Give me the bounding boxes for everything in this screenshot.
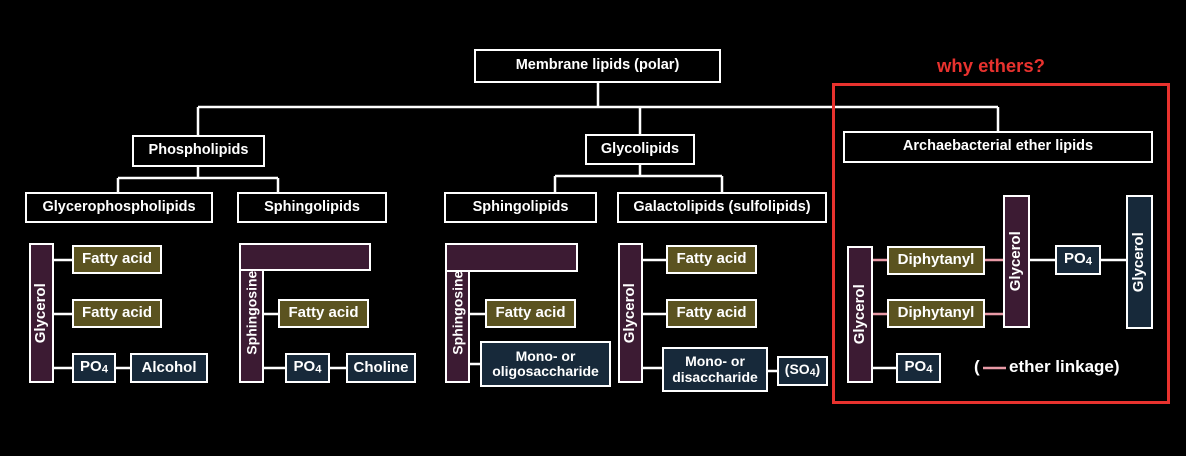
phosphate-label: PO4 xyxy=(80,358,108,377)
sphingolipids-mid-box: Sphingolipids xyxy=(444,192,597,223)
root-membrane-lipids-box: Membrane lipids (polar) xyxy=(474,49,721,83)
archaea-label: Archaebacterial ether lipids xyxy=(902,138,1094,155)
fatty-acid-box-2: Fatty acid xyxy=(278,299,369,328)
fatty-acid-label: Fatty acid xyxy=(288,304,359,322)
sphingolipids-mid-label: Sphingolipids xyxy=(472,198,569,215)
legend-ether-linkage-label: ether linkage) xyxy=(1009,357,1120,376)
fatty-acid-box-3: Fatty acid xyxy=(485,299,576,328)
diphytanyl-label: Diphytanyl xyxy=(897,304,975,322)
phosphate-bridge-box: PO4 xyxy=(1055,245,1101,275)
diphytanyl-box-1: Diphytanyl xyxy=(887,246,985,275)
phosphate-label: PO4 xyxy=(904,358,933,377)
disaccharide-box: Mono- or disaccharide xyxy=(662,347,768,392)
phosphate-label: PO4 xyxy=(1064,250,1092,269)
glycolipids-label: Glycolipids xyxy=(600,140,680,157)
oligosaccharide-box: Mono- or oligosaccharide xyxy=(480,341,611,387)
sugar-label-line1: Mono- or xyxy=(685,353,745,370)
glycerol-backbone-archaea-left: Glycerol xyxy=(847,246,873,383)
glycerophospholipids-box: Glycerophospholipids xyxy=(25,192,213,223)
why-ethers-annotation: why ethers? xyxy=(937,55,1045,76)
sphingosine-arm-1 xyxy=(239,243,371,271)
glycerol-backbone-2: Glycerol xyxy=(618,243,643,383)
fatty-acid-label: Fatty acid xyxy=(81,304,153,322)
sulfate-box: (SO4) xyxy=(777,356,828,386)
alcohol-label: Alcohol xyxy=(141,358,197,376)
fatty-acid-label: Fatty acid xyxy=(495,304,566,322)
alcohol-box: Alcohol xyxy=(130,353,208,383)
phosphate-box-1: PO4 xyxy=(72,353,116,383)
phosphate-box-2: PO4 xyxy=(285,353,330,383)
sphingolipids-left-label: Sphingolipids xyxy=(264,198,360,215)
sugar-label-line1: Mono- or xyxy=(515,347,576,364)
glycerol-backbone-1: Glycerol xyxy=(29,243,54,383)
fatty-acid-label: Fatty acid xyxy=(81,250,153,268)
galactolipids-label: Galactolipids (sulfolipids) xyxy=(633,198,811,215)
sulfate-label: (SO4) xyxy=(784,361,821,379)
archaebacterial-ether-lipids-box: Archaebacterial ether lipids xyxy=(843,131,1153,163)
sugar-label-line2: disaccharide xyxy=(672,368,758,385)
ether-linkage-bonds xyxy=(872,258,1006,370)
phospholipids-label: Phospholipids xyxy=(148,142,249,159)
sphingolipids-left-box: Sphingolipids xyxy=(237,192,387,223)
choline-label: Choline xyxy=(353,358,409,376)
fatty-acid-box-1a: Fatty acid xyxy=(72,245,162,274)
root-label: Membrane lipids (polar) xyxy=(515,57,680,74)
diphytanyl-box-2: Diphytanyl xyxy=(887,299,985,328)
sphingosine-arm-2 xyxy=(445,243,578,272)
galactolipids-box: Galactolipids (sulfolipids) xyxy=(617,192,827,223)
glycerol-label-1: Glycerol xyxy=(32,282,50,344)
choline-box: Choline xyxy=(346,353,416,383)
sugar-label-line2: oligosaccharide xyxy=(492,363,599,379)
fatty-acid-label: Fatty acid xyxy=(676,304,747,322)
why-ethers-highlight-frame xyxy=(832,83,1170,404)
fatty-acid-box-4a: Fatty acid xyxy=(666,245,757,274)
fatty-acid-box-4b: Fatty acid xyxy=(666,299,757,328)
fatty-acid-label: Fatty acid xyxy=(676,250,747,268)
glycerol-label-2: Glycerol xyxy=(621,282,639,344)
sphingosine-label-2: Sphingosine xyxy=(448,270,465,355)
phosphate-label: PO4 xyxy=(293,358,322,377)
fatty-acid-box-1b: Fatty acid xyxy=(72,299,162,328)
legend-open-paren: ( xyxy=(974,357,980,376)
sphingosine-label-1: Sphingosine xyxy=(242,270,259,355)
glycerol-backbone-archaea-mid: Glycerol xyxy=(1003,195,1030,328)
glycolipids-box: Glycolipids xyxy=(585,134,695,165)
glycerol-backbone-archaea-right: Glycerol xyxy=(1126,195,1153,329)
phosphate-head-box: PO4 xyxy=(896,353,941,383)
glycerophospholipids-label: Glycerophospholipids xyxy=(42,198,196,215)
phospholipids-box: Phospholipids xyxy=(132,135,265,167)
diphytanyl-label: Diphytanyl xyxy=(897,251,975,269)
